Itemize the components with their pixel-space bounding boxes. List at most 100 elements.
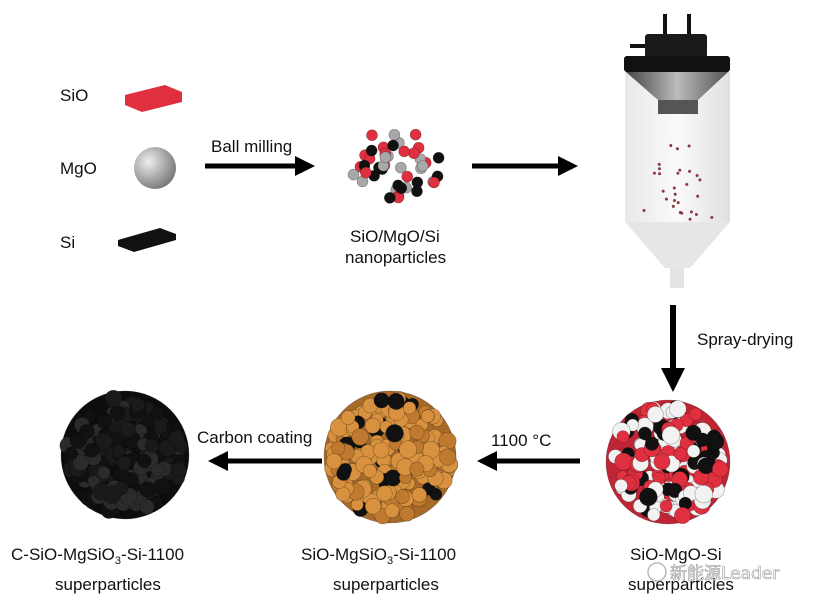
- carbon-coated-superparticle: [59, 389, 190, 520]
- sphere-particle: [668, 400, 687, 418]
- sphere-particle: [130, 397, 146, 413]
- droplet: [652, 171, 657, 175]
- sphere-particle: [616, 430, 630, 444]
- sphere-particle: [150, 405, 165, 420]
- sphere-particle: [104, 389, 123, 408]
- sphere-particle: [362, 463, 377, 478]
- droplet: [676, 200, 680, 205]
- nanoparticles-label-1: SiO/MgO/Si: [350, 227, 440, 246]
- sphere-particle: [667, 482, 683, 499]
- droplet: [688, 217, 692, 221]
- c-sio-label-2: superparticles: [55, 575, 161, 594]
- nanoparticle-cluster: [347, 128, 445, 204]
- sphere-particle: [659, 499, 673, 513]
- sphere-particle: [72, 454, 89, 471]
- sphere-particle: [395, 489, 410, 504]
- sphere-particle: [687, 444, 701, 458]
- droplet: [678, 168, 682, 172]
- nanoparticle: [388, 128, 401, 141]
- sphere-particle: [646, 406, 664, 423]
- material-label-sio: SiO: [60, 86, 88, 105]
- droplet: [694, 212, 699, 217]
- sphere-particle: [697, 457, 715, 474]
- sphere-particle: [153, 478, 171, 496]
- sio-mgo-si-label-2: superparticles: [628, 575, 734, 594]
- sphere-particle: [409, 461, 425, 477]
- sphere-particle: [364, 498, 382, 515]
- watermark: 新能源Leader: [647, 562, 780, 584]
- nanoparticle: [365, 144, 378, 157]
- material-sio: SiO: [60, 85, 182, 112]
- spray-dryer-icon: [624, 14, 730, 288]
- droplet: [672, 186, 676, 190]
- nanoparticle: [401, 170, 414, 183]
- sphere-particle: [674, 506, 692, 524]
- nanoparticle: [384, 192, 396, 204]
- droplet: [673, 192, 677, 196]
- sphere-particle: [338, 463, 352, 477]
- sphere-particle: [97, 466, 111, 480]
- droplet: [658, 172, 662, 176]
- droplet: [672, 198, 677, 203]
- material-label-mgo: MgO: [60, 159, 97, 178]
- droplet: [685, 182, 689, 186]
- sphere-particle: [171, 462, 187, 478]
- sphere-particle: [384, 503, 400, 519]
- sphere-particle: [695, 432, 710, 447]
- sio-mgsio3-label-1: SiO-MgSiO3-Si-1100: [301, 545, 456, 567]
- sphere-particle: [614, 452, 633, 471]
- nanoparticle: [387, 139, 399, 152]
- step-heating: 1100 °C: [491, 431, 551, 450]
- sphere-particle: [325, 453, 343, 470]
- droplet: [695, 173, 699, 178]
- sphere-particle: [119, 421, 137, 438]
- sphere-particle: [351, 428, 369, 446]
- nanoparticles-label-2: nanoparticles: [345, 248, 446, 267]
- sphere-particle: [335, 486, 351, 502]
- sphere-particle: [153, 420, 168, 434]
- step-carbon-coating: Carbon coating: [197, 428, 312, 447]
- sio-mgsio3-superparticle: [323, 390, 459, 525]
- droplet: [680, 211, 684, 215]
- nanoparticle: [416, 160, 429, 172]
- droplet: [689, 210, 694, 214]
- nanoparticle: [409, 128, 422, 141]
- sphere-particle: [673, 447, 688, 461]
- sio-mgo-si-superparticle: [605, 399, 731, 525]
- droplet: [698, 178, 702, 182]
- sphere-particle: [385, 424, 404, 443]
- droplet: [657, 162, 661, 166]
- sphere-particle: [168, 429, 185, 446]
- nanoparticle: [398, 145, 410, 158]
- sphere-particle: [111, 444, 125, 458]
- sphere-particle: [94, 432, 113, 451]
- sphere-particle: [653, 453, 671, 471]
- sphere-particle: [694, 484, 713, 504]
- nanoparticle: [347, 168, 360, 181]
- step-spray-drying: Spray-drying: [697, 330, 793, 349]
- nanoparticle: [392, 179, 404, 192]
- droplet: [669, 143, 673, 148]
- nanoparticle: [411, 185, 423, 198]
- droplet: [661, 189, 665, 193]
- sphere-particle: [398, 440, 418, 459]
- droplet: [664, 197, 669, 201]
- sphere-particle: [64, 446, 78, 461]
- droplet: [687, 144, 691, 148]
- sphere-particle: [399, 506, 415, 522]
- nanoparticle: [360, 166, 372, 179]
- droplet: [671, 204, 675, 208]
- sphere-particle: [151, 463, 165, 477]
- sphere-particle: [373, 442, 390, 459]
- sphere-particle: [439, 448, 457, 466]
- droplet: [657, 167, 662, 171]
- c-sio-label-1: C-SiO-MgSiO3-Si-1100: [11, 545, 184, 567]
- sphere-particle: [411, 487, 428, 503]
- sphere-particle: [331, 440, 346, 456]
- sio-mgsio3-label-2: superparticles: [333, 575, 439, 594]
- material-si: Si: [60, 228, 176, 252]
- watermark-text: 新能源Leader: [670, 564, 779, 584]
- sphere-particle: [429, 487, 443, 501]
- sphere-particle: [638, 426, 652, 441]
